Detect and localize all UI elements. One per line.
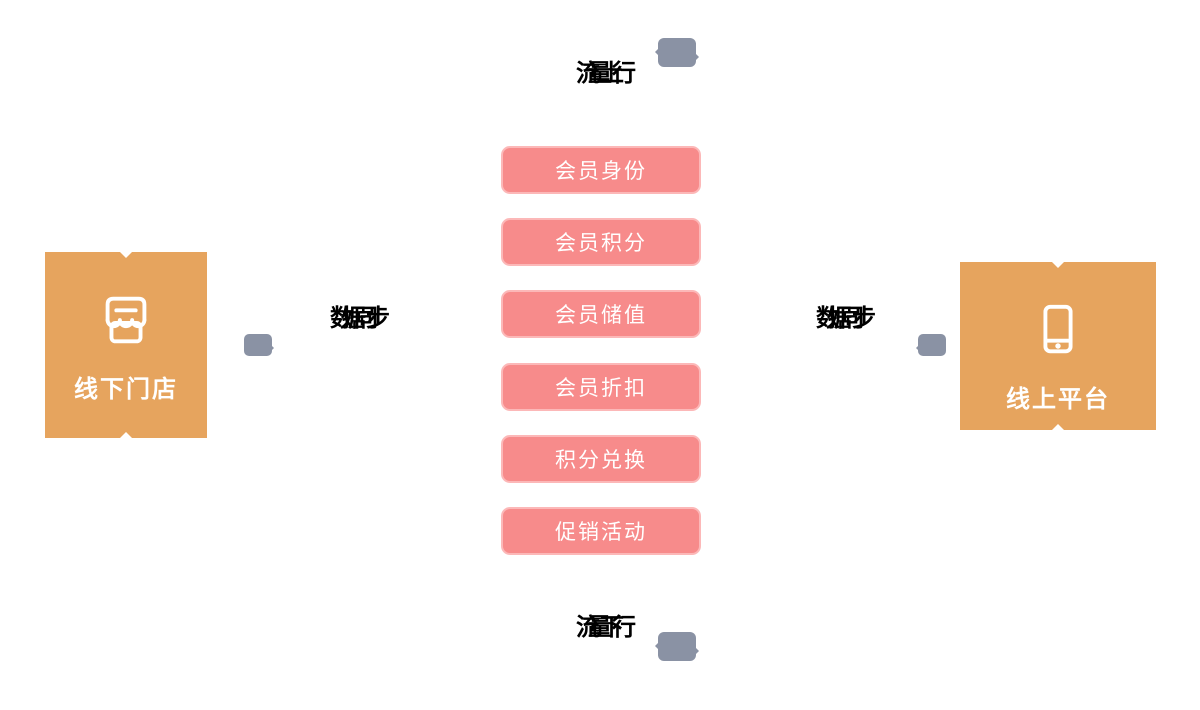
member-feature-points: 会员积分 xyxy=(501,218,701,266)
arrow-up-icon xyxy=(655,38,699,67)
sync-label-left: 数据同步 xyxy=(330,305,390,332)
member-feature-points-redeem: 积分兑换 xyxy=(501,435,701,483)
smartphone-icon xyxy=(1027,300,1089,362)
sync-arrows-right-icon xyxy=(916,334,946,356)
connector-arrowhead xyxy=(120,432,132,438)
connector-arrowhead xyxy=(120,252,132,258)
sync-label-right: 数据同步 xyxy=(816,305,876,332)
member-feature-stored-value: 会员储值 xyxy=(501,290,701,338)
online-platform-node: 线上平台 xyxy=(960,262,1156,430)
offline-store-node: 线下门店 xyxy=(45,252,207,438)
member-feature-promotions: 促销活动 xyxy=(501,507,701,555)
sync-arrows-left-icon xyxy=(244,334,274,356)
connector-arrowhead xyxy=(1052,262,1064,268)
member-feature-discount: 会员折扣 xyxy=(501,363,701,411)
offline-store-label: 线下门店 xyxy=(74,376,178,403)
flow-label-bottom: 流量下行 xyxy=(576,614,636,641)
online-platform-label: 线上平台 xyxy=(1006,386,1110,413)
flow-label-top: 流量上行 xyxy=(576,60,636,87)
connector-arrowhead xyxy=(1052,424,1064,430)
arrow-down-icon xyxy=(655,632,699,661)
member-feature-identity: 会员身份 xyxy=(501,146,701,194)
storefront-icon xyxy=(95,290,157,352)
